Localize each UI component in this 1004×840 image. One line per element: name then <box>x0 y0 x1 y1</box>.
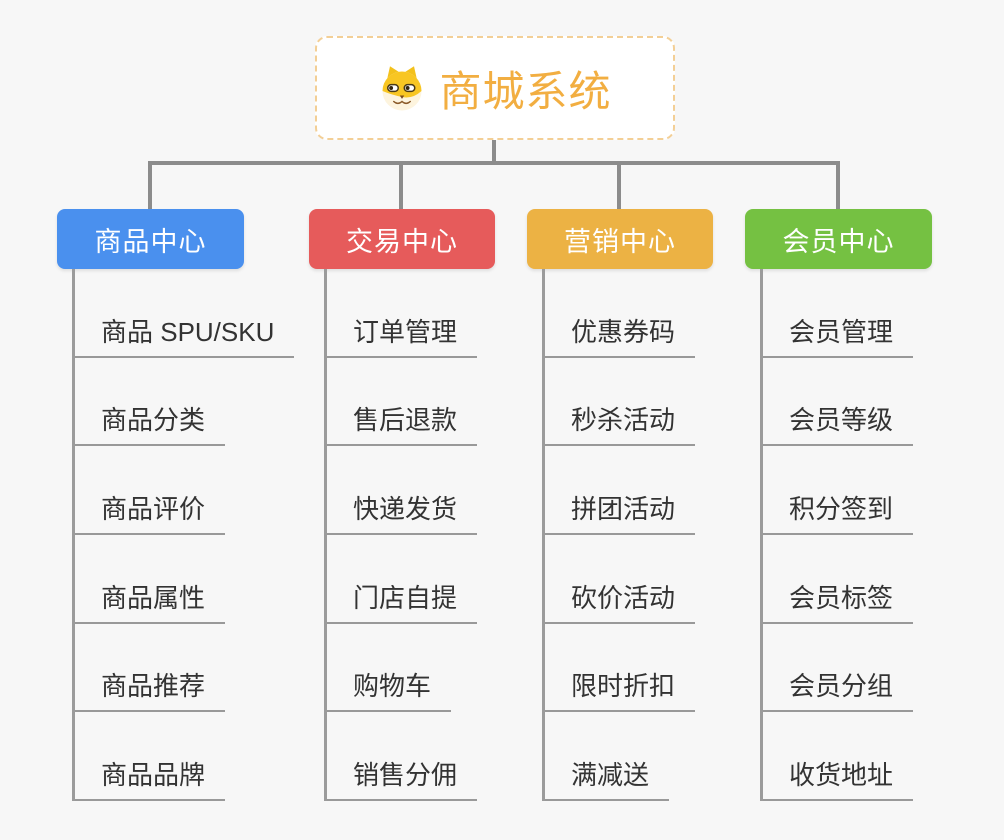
leaf-label: 商品推荐 <box>75 666 226 713</box>
branch-tree-marketing: 优惠券码 秒杀活动 拼团活动 砍价活动 限时折扣 满减送 <box>542 269 696 801</box>
leaf-node[interactable]: 拼团活动 <box>545 446 696 535</box>
branch-node-trade[interactable]: 交易中心 <box>309 209 495 269</box>
leaf-node[interactable]: 满减送 <box>545 712 670 801</box>
leaf-label: 商品 SPU/SKU <box>75 312 295 358</box>
leaf-node[interactable]: 积分签到 <box>763 446 914 535</box>
branch-tree-products: 商品 SPU/SKU 商品分类 商品评价 商品属性 商品推荐 商品品牌 <box>72 269 295 801</box>
leaf-node[interactable]: 收货地址 <box>763 712 914 801</box>
leaf-node[interactable]: 商品分类 <box>75 358 226 447</box>
branch-node-products[interactable]: 商品中心 <box>57 209 244 269</box>
branch-label: 会员中心 <box>782 226 895 257</box>
leaf-label: 购物车 <box>327 666 452 713</box>
leaf-node[interactable]: 会员标签 <box>763 535 914 624</box>
root-title: 商城系统 <box>439 67 612 115</box>
leaf-label: 商品品牌 <box>75 755 226 801</box>
branch-label: 营销中心 <box>564 226 676 257</box>
leaf-label: 订单管理 <box>327 312 478 358</box>
leaf-node[interactable]: 销售分佣 <box>327 712 478 801</box>
leaf-node[interactable]: 商品评价 <box>75 446 226 535</box>
leaf-node[interactable]: 会员分组 <box>763 624 914 713</box>
connector-drop-products <box>148 161 152 210</box>
leaf-node[interactable]: 商品推荐 <box>75 624 226 713</box>
leaf-node[interactable]: 会员管理 <box>763 269 914 358</box>
dog-face-icon <box>378 64 426 112</box>
root-node[interactable]: 商城系统 <box>315 36 675 140</box>
branch-node-members[interactable]: 会员中心 <box>745 209 932 269</box>
leaf-label: 商品评价 <box>75 489 226 535</box>
connector-horizontal <box>148 161 840 165</box>
branch-node-marketing[interactable]: 营销中心 <box>527 209 713 269</box>
leaf-label: 积分签到 <box>763 489 914 535</box>
leaf-node[interactable]: 订单管理 <box>327 269 478 358</box>
leaf-label: 拼团活动 <box>545 489 696 535</box>
leaf-node[interactable]: 砍价活动 <box>545 535 696 624</box>
leaf-label: 优惠券码 <box>545 312 696 358</box>
leaf-node[interactable]: 商品属性 <box>75 535 226 624</box>
leaf-node[interactable]: 优惠券码 <box>545 269 696 358</box>
leaf-node[interactable]: 快递发货 <box>327 446 478 535</box>
leaf-label: 会员标签 <box>763 578 914 624</box>
leaf-label: 限时折扣 <box>545 666 696 713</box>
leaf-node[interactable]: 限时折扣 <box>545 624 696 713</box>
leaf-node[interactable]: 售后退款 <box>327 358 478 447</box>
branch-tree-trade: 订单管理 售后退款 快递发货 门店自提 购物车 销售分佣 <box>324 269 478 801</box>
leaf-node[interactable]: 秒杀活动 <box>545 358 696 447</box>
leaf-label: 会员管理 <box>763 312 914 358</box>
leaf-label: 收货地址 <box>763 755 914 801</box>
branch-label: 交易中心 <box>346 226 458 257</box>
leaf-node[interactable]: 商品 SPU/SKU <box>75 269 295 358</box>
leaf-label: 商品属性 <box>75 578 226 624</box>
leaf-node[interactable]: 门店自提 <box>327 535 478 624</box>
leaf-label: 会员等级 <box>763 400 914 447</box>
connector-drop-trade <box>399 161 403 210</box>
branch-label: 商品中心 <box>94 226 207 257</box>
leaf-node[interactable]: 购物车 <box>327 624 452 713</box>
leaf-label: 售后退款 <box>327 400 478 447</box>
connector-drop-members <box>836 161 840 210</box>
leaf-node[interactable]: 会员等级 <box>763 358 914 447</box>
leaf-label: 快递发货 <box>327 489 478 535</box>
leaf-label: 秒杀活动 <box>545 400 696 447</box>
leaf-label: 门店自提 <box>327 578 478 624</box>
leaf-label: 满减送 <box>545 755 670 801</box>
branch-tree-members: 会员管理 会员等级 积分签到 会员标签 会员分组 收货地址 <box>760 269 914 801</box>
leaf-label: 会员分组 <box>763 666 914 713</box>
leaf-node[interactable]: 商品品牌 <box>75 712 226 801</box>
leaf-label: 砍价活动 <box>545 578 696 624</box>
leaf-label: 商品分类 <box>75 400 226 447</box>
leaf-label: 销售分佣 <box>327 755 478 801</box>
connector-root-riser <box>492 140 496 163</box>
connector-drop-marketing <box>617 161 621 210</box>
